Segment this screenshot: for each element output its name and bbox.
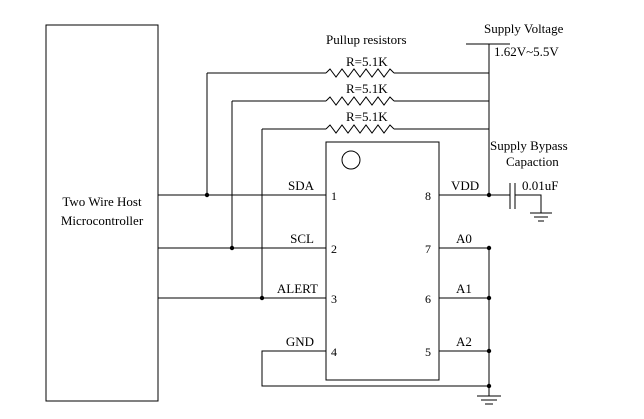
resistor-1-zigzag [325, 68, 395, 78]
sda-junction [204, 192, 210, 198]
resistor-2-zigzag [325, 96, 395, 106]
vdd-junction [486, 192, 492, 198]
pin-3-number: 3 [331, 292, 337, 306]
pin-1-signal: SDA [288, 178, 315, 193]
bypass-cap-ground-wire [515, 194, 542, 213]
pin-4-signal: GND [286, 334, 314, 349]
pin-4-number: 4 [331, 345, 337, 359]
pin-6-signal: A1 [456, 281, 472, 296]
gnd-rail-junction [486, 383, 492, 389]
pin-2-number: 2 [331, 242, 337, 256]
pullup-resistors-title: Pullup resistors [326, 32, 407, 47]
pin-8-signal: VDD [451, 178, 479, 193]
pin-8-number: 8 [425, 189, 431, 203]
pin-5-signal: A2 [456, 334, 472, 349]
host-label-line1: Two Wire Host [62, 194, 142, 209]
pin-6-number: 6 [425, 292, 431, 306]
pin-7-number: 7 [425, 242, 431, 256]
pin-1-number: 1 [331, 189, 337, 203]
bypass-title-line2: Capaction [506, 154, 559, 169]
resistor-3-zigzag [325, 124, 395, 134]
scl-junction [229, 245, 235, 251]
host-label-line2: Microcontroller [61, 213, 144, 228]
pin-7-signal: A0 [456, 231, 472, 246]
ground-symbol-bottom [477, 395, 501, 405]
resistor-3-label: R=5.1K [346, 109, 388, 124]
gnd-wire [261, 350, 489, 387]
resistor-2-label: R=5.1K [346, 81, 388, 96]
pin1-indicator [341, 150, 361, 170]
pin-2-signal: SCL [290, 231, 314, 246]
bypass-title-line1: Supply Bypass [490, 138, 568, 153]
pin-3-signal: ALERT [277, 281, 318, 296]
pin-5-number: 5 [425, 345, 431, 359]
supply-voltage-title: Supply Voltage [484, 21, 564, 36]
bypass-cap-value: 0.01uF [522, 178, 558, 193]
ground-symbol-capacitor [530, 212, 552, 222]
resistor-1-label: R=5.1K [346, 54, 388, 69]
supply-voltage-range: 1.62V~5.5V [494, 44, 559, 59]
sensor-ic-body [325, 141, 440, 381]
alert-junction [259, 295, 265, 301]
host-microcontroller-box [45, 24, 159, 402]
